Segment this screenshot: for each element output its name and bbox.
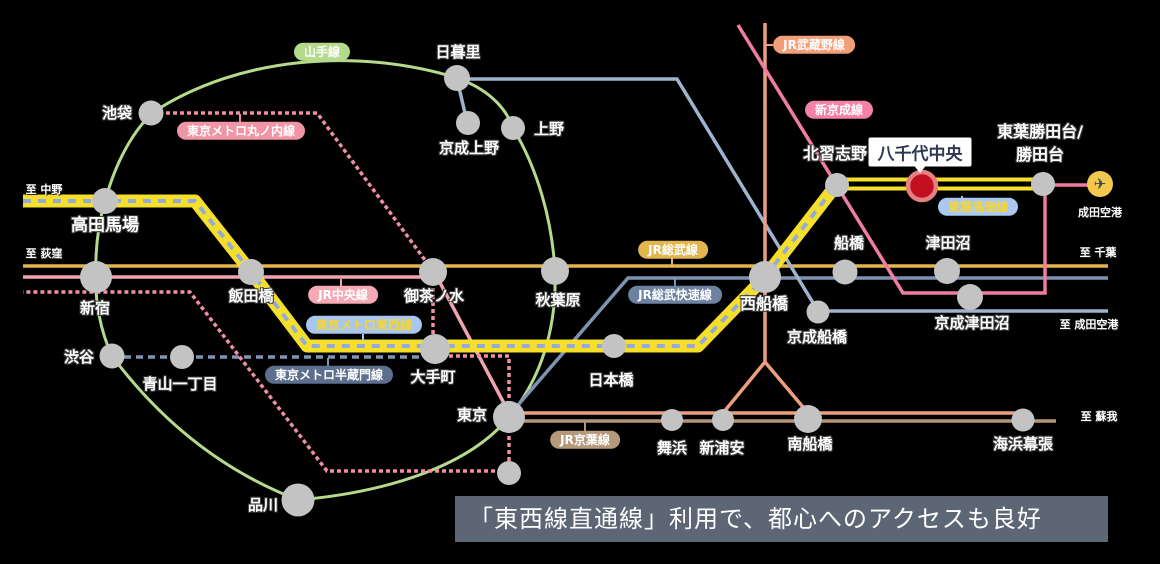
station-node-ikebukuro [138, 100, 164, 126]
label-iidabashi: 飯田橋 [228, 286, 274, 305]
station-node-ueno [501, 116, 525, 140]
badge-hanzomon-line: 東京メトロ半蔵門線 [264, 365, 394, 385]
label-minami-funabashi: 南船橋 [787, 434, 833, 453]
label-otemachi: 大手町 [410, 367, 456, 386]
station-node-iidabashi [238, 259, 264, 285]
station-node-katsutadai [1031, 172, 1055, 196]
station-nodes [80, 65, 1055, 517]
label-kaihin-makuhari: 海浜幕張 [992, 434, 1054, 453]
airplane-icon: ✈ [1093, 174, 1107, 193]
label-ochanomizu: 御茶ノ水 [403, 286, 465, 305]
station-node-shinjuku [80, 261, 112, 293]
highlight-callout-pointer [912, 163, 928, 173]
station-node-nihombashi [602, 334, 626, 358]
badge-sobu-line: JR総武線 [638, 240, 708, 260]
label-akihabara: 秋葉原 [535, 290, 581, 309]
station-node-keisei-ueno [456, 111, 480, 135]
label-keisei-tsudanuma: 京成津田沼 [934, 313, 1010, 332]
label-tsudanuma: 津田沼 [925, 233, 971, 252]
highlight-callout-yachiyo-chuo: 八千代中央 [868, 137, 972, 167]
toyo-line-through-core [763, 182, 839, 279]
station-node-kita-narashino [825, 173, 849, 197]
station-node-maihama [661, 409, 683, 431]
label-shibuya: 渋谷 [63, 347, 95, 366]
station-node-keisei-funabashi [806, 300, 830, 324]
yamanote-line [94, 59, 557, 502]
musashino-line [721, 23, 810, 415]
label-funabashi: 船橋 [833, 233, 865, 252]
label-toyo-katsutadai-line2: 勝田台 [1015, 145, 1065, 164]
station-node-minami-funabashi [794, 405, 822, 433]
label-shin-urayasu: 新浦安 [699, 438, 745, 457]
tozai-line-band [23, 194, 770, 353]
station-node-nishi-funabashi [749, 261, 781, 293]
label-ikebukuro: 池袋 [101, 103, 133, 122]
badge-keiyo-line: JR京葉線 [550, 430, 620, 450]
caption-bar: 「東西線直通線」利用で、都心へのアクセスも良好 [455, 496, 1108, 542]
label-kita-narashino: 北習志野 [802, 144, 868, 164]
station-node-tokyo [493, 401, 525, 433]
badge-marunouchi-line: 東京メトロ丸ノ内線 [176, 121, 306, 141]
label-takadanobaba: 高田馬場 [71, 215, 139, 236]
station-node-otemachi [420, 334, 450, 364]
terminal-to-soga: 至 蘇我 [1080, 410, 1118, 423]
label-maihama: 舞浜 [656, 438, 688, 457]
station-node-tsudanuma [934, 258, 960, 284]
terminal-to-chiba: 至 千葉 [1079, 246, 1117, 259]
label-aoyama-itchome: 青山一丁目 [142, 374, 218, 393]
label-ueno: 上野 [533, 119, 565, 138]
terminal-to-nakano: 至 中野 [25, 183, 63, 196]
label-keisei-funabashi: 京成船橋 [786, 327, 848, 346]
station-node-funabashi [832, 259, 858, 285]
badge-shinkeisei-line: 新京成線 [804, 100, 874, 120]
station-node-shinagawa [281, 483, 315, 517]
badge-musashino-line: JR武蔵野線 [773, 35, 855, 55]
station-node-nippori [444, 65, 470, 91]
marunouchi-line [23, 111, 511, 473]
label-toyo-katsutadai-line1: 東葉勝田台/ [997, 122, 1083, 141]
terminal-to-narita-airport: 至 成田空港 [1059, 318, 1119, 331]
badge-sobu-rapid-line: JR総武快速線 [628, 285, 722, 305]
station-node-kaihin-makuhari [1011, 408, 1035, 432]
station-node-shibuya [99, 343, 125, 369]
badge-yamanote-line: 山手線 [293, 42, 351, 62]
station-node-ochanomizu [419, 258, 447, 286]
label-keisei-ueno: 京成上野 [438, 138, 500, 157]
label-toyo-katsutadai: 東葉勝田台/ 勝田台 [997, 120, 1083, 166]
keisei-line [454, 77, 1108, 313]
station-node-akihabara [541, 257, 569, 285]
airport-circle [1087, 171, 1113, 197]
badge-chuo-line: JR中央線 [308, 285, 378, 305]
label-nippori: 日暮里 [435, 42, 481, 61]
label-nihombashi: 日本橋 [588, 370, 634, 389]
station-node-aoyama-itchome [170, 345, 194, 369]
terminal-to-ogikubo: 至 荻窪 [25, 247, 63, 260]
label-nishi-funabashi: 西船橋 [739, 294, 789, 314]
highlight-station-node [905, 169, 939, 203]
badge-tozai-line: 東京メトロ東西線 [305, 315, 423, 335]
station-node-unlabeled-ginza [497, 461, 521, 485]
label-tokyo: 東京 [456, 405, 488, 424]
station-node-keisei-tsudanuma [957, 284, 983, 310]
label-shinagawa: 品川 [247, 495, 279, 514]
badge-toyo-line: 東葉高速線 [937, 197, 1019, 217]
shinkeisei-line [736, 24, 1088, 295]
label-narita-airport: 成田空港 [1078, 206, 1122, 219]
station-node-shin-urayasu [712, 409, 734, 431]
station-node-takadanobaba [92, 188, 118, 214]
label-shinjuku: 新宿 [79, 298, 111, 317]
